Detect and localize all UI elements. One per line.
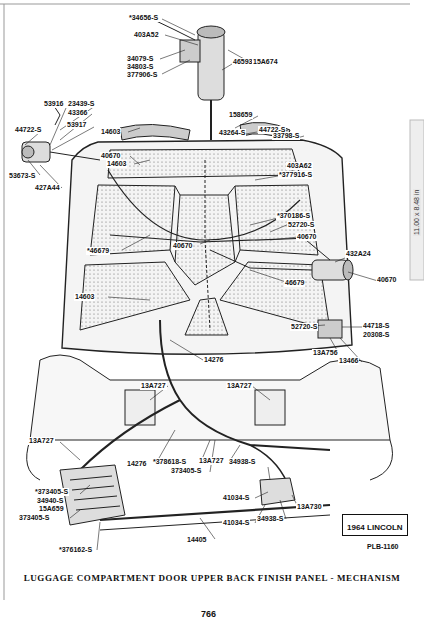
callout-number: 373405-S: [18, 514, 50, 522]
model-year-text: 1964 LINCOLN: [347, 523, 403, 532]
callout-number: 13A727: [198, 457, 225, 465]
callout-number: 53673-S: [8, 172, 36, 180]
callout-number: 34940-S: [36, 497, 64, 505]
callout-number: 14276: [126, 460, 147, 468]
callout-number: 40670: [296, 233, 317, 241]
callout-number: *376162-S: [58, 546, 93, 554]
callout-number: 13A756: [312, 349, 339, 357]
callout-number: 403A62: [286, 162, 313, 170]
callout-number: 403A52: [133, 31, 160, 39]
callout-number: 15A659: [38, 505, 65, 513]
callout-number: 377906-S: [126, 71, 158, 79]
callout-number: 52720-S: [290, 323, 318, 331]
callout-number: PLB-1160: [366, 543, 400, 551]
callout-number: 34079-S: [126, 55, 154, 63]
model-year-box: 1964 LINCOLN: [342, 514, 408, 536]
callout-number: 14405: [186, 536, 207, 544]
page-number: 766: [200, 610, 217, 618]
callout-number: 40670: [172, 242, 193, 250]
callout-number: *46679: [86, 247, 110, 255]
callout-number: 52720-S: [287, 221, 315, 229]
callout-number: 14603: [100, 128, 121, 136]
callout-number: *34656-S: [128, 14, 159, 22]
callout-number: 40670: [100, 152, 121, 160]
callout-number: 43264-S: [218, 129, 246, 137]
callout-number: 13A727: [226, 382, 253, 390]
callout-number: 432A24: [345, 250, 372, 258]
callout-number: 13466: [338, 357, 359, 365]
callout-number: 14603: [106, 160, 127, 168]
page-size-note: 11.00 x 8.48 in: [413, 189, 421, 236]
callout-number: 46679: [284, 279, 305, 287]
callout-number: *373405-S: [34, 488, 69, 496]
callout-number: 44718-S: [362, 322, 390, 330]
callout-number: 46593: [232, 58, 253, 66]
callout-number: 15A674: [252, 58, 279, 66]
callout-number: 40670: [376, 276, 397, 284]
callout-number: 44722-S: [14, 126, 42, 134]
callout-number: 34803-S: [126, 63, 154, 71]
callout-number: 373405-S: [170, 467, 202, 475]
callout-number: 53917: [66, 121, 87, 129]
callout-number: 34938-S: [228, 458, 256, 466]
callout-number: 427A44: [34, 184, 61, 192]
callout-number: 41034-S: [222, 519, 250, 527]
callout-number: *370186-S: [276, 212, 311, 220]
callout-number: 41034-S: [222, 494, 250, 502]
callout-number: 158659: [228, 111, 253, 119]
callout-number: *378618-S: [152, 458, 187, 466]
callout-number: 13A730: [296, 503, 323, 511]
callout-number: 43366: [67, 109, 88, 117]
callout-number: 20308-S: [362, 331, 390, 339]
callout-number: 53916: [43, 100, 64, 108]
callout-number: 33798-S: [272, 132, 300, 140]
page-title: LUGGAGE COMPARTMENT DOOR UPPER BACK FINI…: [24, 573, 401, 583]
callout-number: 14276: [203, 356, 224, 364]
callout-number: 23439-S: [67, 100, 95, 108]
callout-number: 13A727: [140, 382, 167, 390]
callout-number: *377916-S: [278, 171, 313, 179]
callout-number: 13A727: [28, 437, 55, 445]
callout-number: 34938-S: [256, 515, 284, 523]
callout-number: 14603: [74, 293, 95, 301]
